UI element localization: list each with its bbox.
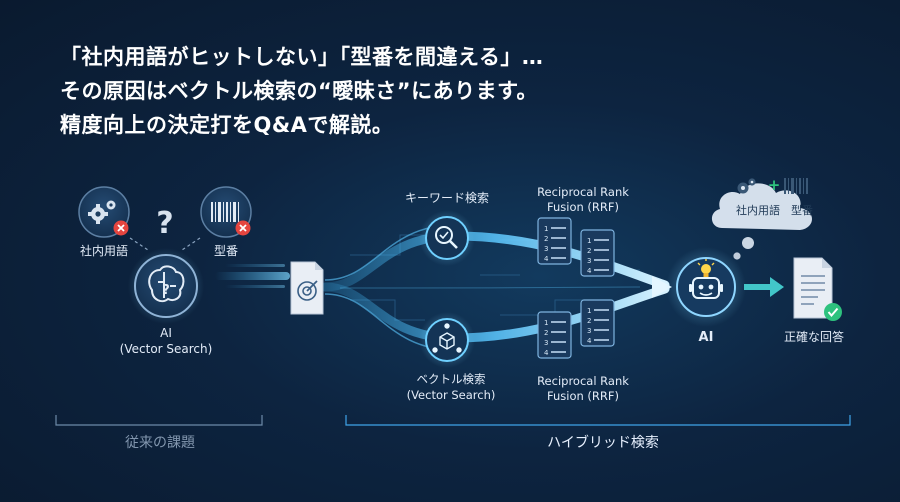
brain-icon [148, 265, 185, 303]
brain-question-mark: ? [162, 283, 170, 298]
vector-search-label-line2: (Vector Search) [406, 388, 496, 402]
left-section-bracket [55, 415, 263, 426]
magnifier-check-icon [435, 226, 458, 249]
checkmark-icon [824, 303, 842, 321]
target-document-icon [297, 280, 318, 301]
incoming-flow [215, 272, 290, 280]
middle-flow-thin [339, 286, 641, 289]
rank-lines [551, 227, 609, 353]
brain-circle [134, 254, 198, 318]
ranked-list-icon [537, 311, 572, 359]
incoming-flow-thin [225, 285, 285, 288]
circuit-line [500, 299, 600, 316]
gear-icon [88, 200, 116, 224]
lightbulb-icon [697, 259, 715, 277]
rank-number: 2 [587, 247, 591, 255]
vector-search-node [419, 312, 475, 368]
rank-number: 1 [544, 319, 548, 327]
error-x-mark [117, 224, 125, 232]
rank-number: 1 [587, 307, 591, 315]
vector-ai-label: AI [160, 326, 172, 340]
answer-document-icon [793, 257, 833, 319]
keyword-search-label: キーワード検索 [404, 191, 489, 205]
network-cube-icon [432, 323, 462, 353]
cloud-internal-term-label: 社内用語 [736, 204, 780, 217]
rank-number: 1 [544, 225, 548, 233]
rank-numbers: 1 2 3 4 1 2 3 4 1 2 3 4 1 2 3 4 [544, 225, 592, 357]
cloud-model-number-label: 型番 [791, 204, 813, 217]
problem-connectors [129, 237, 201, 251]
cloud-plus: + [767, 176, 781, 194]
rank-number: 2 [544, 235, 548, 243]
query-document [290, 261, 324, 315]
hybrid-ai-node [666, 247, 746, 327]
internal-term-label: 社内用語 [79, 244, 128, 258]
right-section-bracket [345, 415, 851, 426]
rank-number: 1 [587, 237, 591, 245]
traditional-issues-caption: 従来の課題 [125, 435, 195, 451]
query-document-fold [315, 262, 323, 270]
rank-number: 3 [544, 339, 548, 347]
thought-bubble [733, 252, 741, 260]
gear-icon [737, 178, 756, 194]
internal-term-icon-group [78, 186, 130, 238]
robot-icon [689, 277, 723, 299]
bottom-rrf-label-line1: Reciprocal Rank [537, 374, 629, 388]
headline-line-1: 「社内用語がヒットしない」「型番を間違える」… [60, 45, 544, 69]
keyword-search-node [419, 210, 475, 266]
ranked-list-icon [580, 229, 615, 277]
headline: 「社内用語がヒットしない」「型番を間違える」… その原因はベクトル検索の“曖昧さ… [60, 40, 780, 142]
keyword-circle [425, 216, 469, 260]
dashed-connector [181, 237, 201, 251]
rank-number: 4 [544, 255, 549, 263]
accurate-answer-label: 正確な回答 [783, 330, 844, 344]
rank-number: 4 [544, 349, 549, 357]
circuit-line [350, 299, 425, 321]
ranked-list-icon [580, 299, 615, 347]
rank-number: 3 [587, 327, 591, 335]
dashed-connector [129, 237, 149, 251]
flow-arrowhead [652, 276, 672, 298]
vector-ai-sublabel: (Vector Search) [119, 342, 213, 356]
thought-bubble [742, 237, 754, 249]
barcode-icon [211, 202, 239, 222]
thought-cloud [711, 178, 812, 260]
vector-search-label-line1: ベクトル検索 [416, 372, 486, 386]
bottom-rrf-label-line2: Fusion (RRF) [546, 389, 619, 403]
model-number-label: 型番 [213, 244, 238, 258]
robot-circle [676, 257, 736, 317]
hybrid-ai-label: AI [698, 330, 714, 345]
top-rrf-label-line1: Reciprocal Rank [537, 185, 629, 199]
incoming-flow-thin [225, 264, 285, 267]
error-x-mark [239, 224, 247, 232]
rank-number: 3 [587, 257, 591, 265]
hybrid-search-caption: ハイブリッド検索 [547, 435, 659, 451]
headline-line-2: その原因はベクトル検索の“曖昧さ”にあります。 [60, 79, 539, 103]
vector-ai-icon-group: ? [128, 248, 204, 324]
rank-number: 2 [587, 317, 591, 325]
headline-line-3: 精度向上の決定打をQ&Aで解説。 [60, 113, 394, 137]
rank-number: 4 [587, 267, 592, 275]
top-rrf-label-line2: Fusion (RRF) [546, 200, 619, 214]
rank-number: 4 [587, 337, 592, 345]
question-mark: ? [156, 206, 174, 241]
model-number-icon-group [200, 186, 252, 238]
rank-number: 2 [544, 329, 548, 337]
arrow-icon [744, 277, 784, 297]
cloud-shape [711, 183, 812, 230]
ranked-list-icon [537, 217, 572, 265]
barcode-icon [784, 178, 808, 194]
rank-number: 3 [544, 245, 548, 253]
query-document-shape [290, 261, 324, 315]
